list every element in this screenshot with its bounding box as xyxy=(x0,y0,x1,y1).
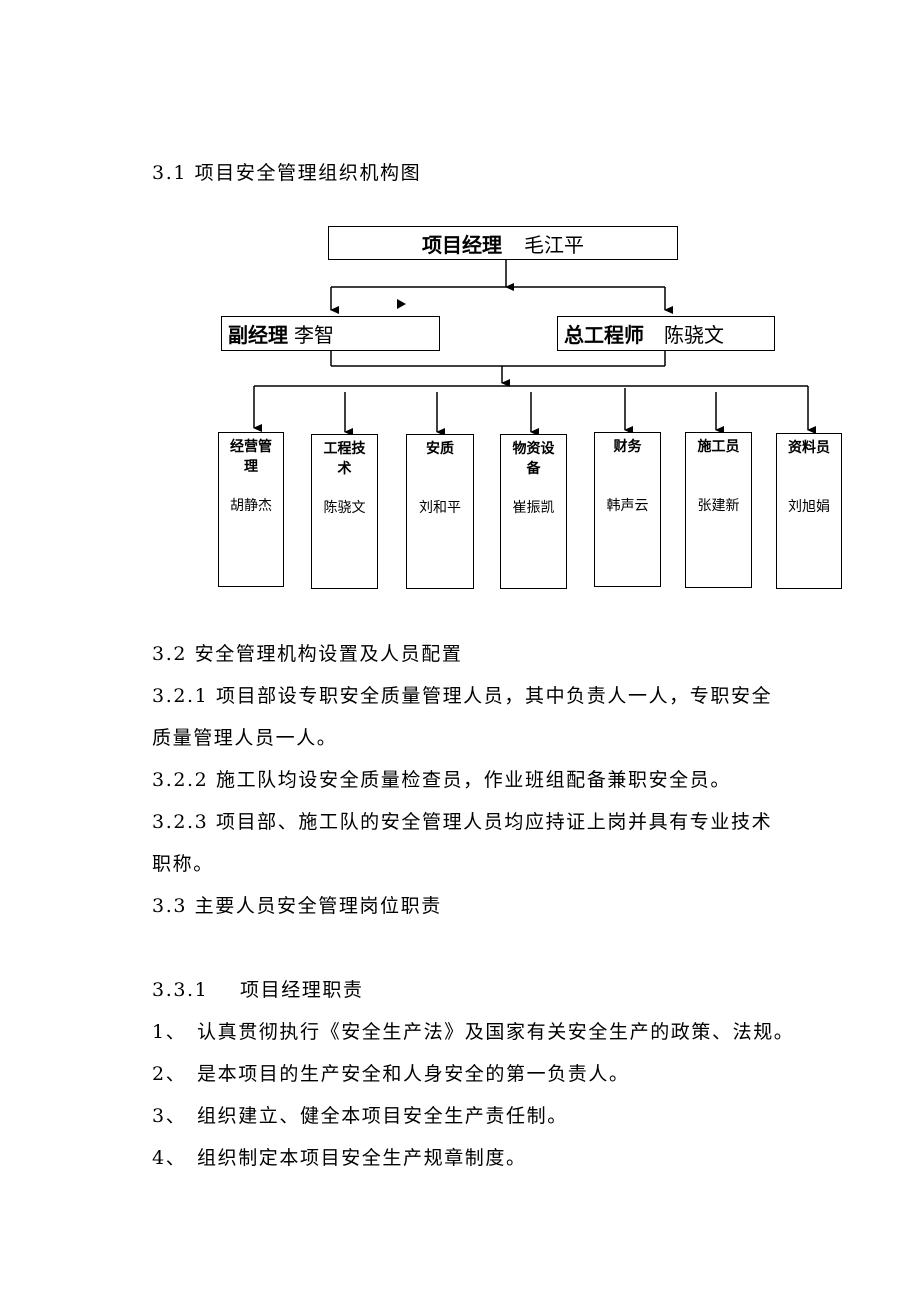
dept-person: 张建新 xyxy=(697,498,740,514)
stray-arrowhead xyxy=(397,299,406,309)
section-3-2-2: 3.2.2 施工队均设安全质量检查员，作业班组配备兼职安全员。 xyxy=(152,769,731,791)
dept-box-constructor: 施工员 张建新 xyxy=(685,432,752,588)
dept-person: 胡静杰 xyxy=(230,498,272,514)
chief-engineer-role: 总工程师 xyxy=(564,323,644,347)
deputy-manager-box: 副经理 李智 xyxy=(221,316,440,351)
duty-1-text: 认真贯彻执行《安全生产法》及国家有关安全生产的政策、法规。 xyxy=(197,1021,795,1043)
dept-box-safety-quality: 安质 刘和平 xyxy=(406,434,474,589)
section-3-3-1-number: 3.3.1 xyxy=(152,979,209,1001)
duty-3-number: 3、 xyxy=(152,1105,187,1127)
dept-title: 财务 xyxy=(613,439,642,455)
dept-person: 陈骁文 xyxy=(323,500,366,516)
chief-engineer-name: 陈骁文 xyxy=(664,323,724,347)
duty-2-number: 2、 xyxy=(152,1063,187,1085)
dept-box-materials: 物资设备 崔振凯 xyxy=(500,434,567,589)
duty-4-number: 4、 xyxy=(152,1147,187,1169)
section-3-2-title: 3.2 安全管理机构设置及人员配置 xyxy=(152,643,463,665)
duty-4-text: 组织制定本项目安全生产规章制度。 xyxy=(197,1147,527,1169)
section-3-3-1-title: 项目经理职责 xyxy=(240,979,364,1001)
project-manager-role: 项目经理 xyxy=(422,232,502,257)
section-3-2-1-line-2: 质量管理人员一人。 xyxy=(152,727,338,749)
dept-box-records: 资料员 刘旭娟 xyxy=(776,433,842,589)
section-3-3-title: 3.3 主要人员安全管理岗位职责 xyxy=(152,895,442,917)
dept-box-business: 经营管理 胡静杰 xyxy=(218,432,284,587)
dept-title: 经营管理 xyxy=(230,439,272,475)
deputy-manager-role: 副经理 xyxy=(228,323,288,347)
deputy-manager-name: 李智 xyxy=(294,323,334,347)
section-3-1-title: 3.1 项目安全管理组织机构图 xyxy=(152,162,422,184)
dept-person: 刘和平 xyxy=(419,500,461,516)
project-manager-box: 项目经理 毛江平 xyxy=(328,226,678,260)
section-3-2-3-line-1: 3.2.3 项目部、施工队的安全管理人员均应持证上岗并具有专业技术 xyxy=(152,811,773,833)
section-3-2-1-line-1: 3.2.1 项目部设专职安全质量管理人员，其中负责人一人，专职安全 xyxy=(152,685,773,707)
dept-person: 刘旭娟 xyxy=(788,499,830,515)
duty-2-text: 是本项目的生产安全和人身安全的第一负责人。 xyxy=(197,1063,630,1085)
dept-person: 韩声云 xyxy=(606,498,649,514)
dept-title: 施工员 xyxy=(697,439,740,455)
dept-title: 物资设备 xyxy=(512,441,555,477)
org-chart-connectors xyxy=(253,260,816,436)
duty-1-number: 1、 xyxy=(152,1021,187,1043)
dept-title: 工程技术 xyxy=(323,441,366,477)
dept-box-finance: 财务 韩声云 xyxy=(594,432,661,587)
section-3-2-3-line-2: 职称。 xyxy=(152,853,214,875)
dept-title: 资料员 xyxy=(788,440,830,456)
dept-person: 崔振凯 xyxy=(512,500,555,516)
duty-3-text: 组织建立、健全本项目安全生产责任制。 xyxy=(197,1105,568,1127)
dept-title: 安质 xyxy=(426,441,454,457)
chief-engineer-box: 总工程师 陈骁文 xyxy=(557,316,775,351)
dept-box-engineering: 工程技术 陈骁文 xyxy=(311,434,378,589)
project-manager-name: 毛江平 xyxy=(524,232,584,257)
